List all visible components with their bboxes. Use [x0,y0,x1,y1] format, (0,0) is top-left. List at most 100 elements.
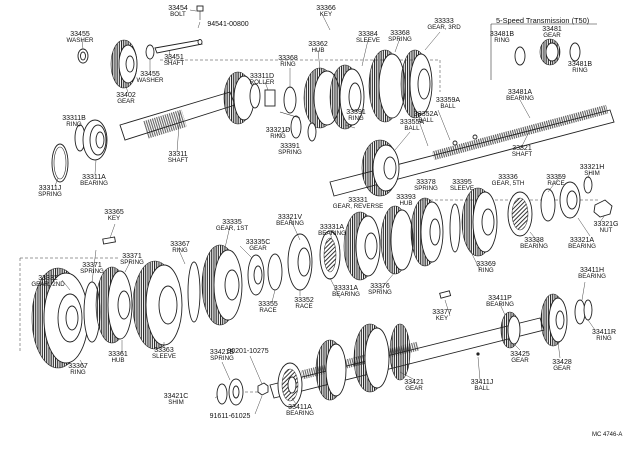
shaft-33451 [154,39,203,54]
part-number: 33384 [358,31,378,38]
part-number: 33421B [209,349,235,356]
part-number: 33455 [140,71,160,78]
part-number: 33359 [546,174,566,181]
input-shaft-group [51,5,433,183]
part-description: SLEEVE [355,37,381,45]
part-description: BEARING [286,410,314,418]
part-description: SHIM [168,399,184,407]
part-number: 33367 [170,241,190,248]
part-description: RING [70,369,86,377]
part-number: 33481 [542,26,562,33]
part-description: RACE [259,307,277,315]
part-label-91611-61025: 91611-61025 [209,413,251,420]
part-description: BEARING [506,95,534,103]
part-description: WASHER [136,77,164,85]
part-description: BEARING [276,220,304,228]
part-number: 33355A [399,119,425,126]
part-number: 33425 [510,351,530,358]
part-description: SPRING [414,185,438,193]
part-description: BEARING [80,180,108,188]
part-description: RING [348,115,364,123]
part-description: KEY [319,11,333,19]
part-description: SPRING [120,259,144,267]
part-description: RING [572,67,588,75]
part-label-90201-10275: 90201-10275 [227,348,268,355]
part-number: 33481B [567,61,593,68]
part-number: 33311A [82,174,106,181]
part-description: SHAFT [167,157,189,165]
part-description: HUB [399,200,413,208]
leader-lines [54,9,606,415]
part-number: 33481A [507,89,533,96]
inset-parts [514,38,581,66]
part-number: 33321A [569,237,595,244]
part-number: 91611-61025 [209,413,251,420]
part-description: ROLLER [249,79,275,87]
part-description: GEAR [553,365,571,373]
part-number: 33367 [68,363,88,370]
bearing-33311a [82,119,108,161]
part-description: RACE [295,303,313,311]
part-description: NUT [599,227,613,235]
part-description: BALL [474,385,490,393]
part-description: GEAR, 3RD [427,24,461,32]
part-number: 33321D [265,127,291,134]
part-number: 33451 [164,54,184,61]
part-description: BALL [440,103,456,111]
part-description: RING [270,133,286,141]
part-number: 33428 [552,359,572,366]
part-number: 33454 [168,5,188,12]
part-number: 33352 [294,297,314,304]
part-number: 33366 [316,5,336,12]
gear-33402 [110,39,138,89]
part-description: GEAR, 5TH [491,180,525,188]
part-number: 33371 [122,253,142,260]
part-description: RING [172,247,188,255]
part-number: 33411J [470,379,494,386]
part-number: 33393 [396,194,416,201]
part-description: BOLT [170,11,186,19]
part-description: GEAR [405,385,423,393]
part-number: 33391 [280,143,300,150]
part-number: 33421 [404,379,424,386]
part-number: 94541-00800 [207,21,249,28]
part-number: 33411P [488,295,512,302]
part-number: 33331 [348,197,368,204]
part-number: 33331A [333,285,359,292]
part-description: HUB [311,47,325,55]
part-number: 33338 [524,237,544,244]
part-number: 33411A [288,404,312,411]
part-number: 33376 [370,283,390,290]
part-number: 33361 [108,351,128,358]
part-description: GEAR [511,357,529,365]
figure-code: MC 4746-A [592,432,623,438]
part-number: 33411H [579,267,605,274]
part-description: SHAFT [511,151,533,159]
part-number: 33363 [154,347,174,354]
part-number: 33332 [38,275,58,282]
